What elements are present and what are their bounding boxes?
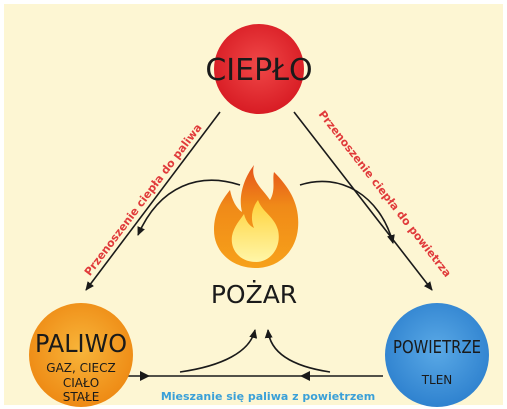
heat-node-label: CIEPŁO xyxy=(205,53,312,88)
curved-arrow-from-left-edge xyxy=(137,179,241,236)
fire-icon xyxy=(214,165,299,268)
fuel-node-circle xyxy=(29,303,133,407)
fuel-node-sub-3: STAŁE xyxy=(63,390,100,404)
fuel-node-label: PALIWO xyxy=(35,329,127,358)
air-node-circle xyxy=(385,303,489,407)
curved-arrow-from-air xyxy=(264,329,331,373)
edge-label-heat-to-air: Przenoszenie ciepła do powietrza xyxy=(316,108,454,280)
air-node-sub-1: TLEN xyxy=(421,373,453,387)
air-node-label: POWIETRZE xyxy=(393,337,481,358)
bottom-arrow-left xyxy=(140,371,150,381)
edge-line-heat-to-fuel xyxy=(85,111,221,291)
fuel-node-sub-2: CIAŁO xyxy=(63,376,99,390)
heat-node-circle xyxy=(214,24,304,114)
edge-label-heat-to-fuel: Przenoszenie ciepła do paliwa xyxy=(82,121,205,278)
bottom-arrow-right xyxy=(300,371,310,381)
fuel-node-sub-1: GAZ, CIECZ xyxy=(46,361,115,375)
curved-arrow-from-fuel xyxy=(179,329,258,373)
edge-label-fuel-air-mix: Mieszanie się paliwa z powietrzem xyxy=(161,390,375,403)
edge-line-heat-to-air xyxy=(293,111,433,291)
curved-arrow-from-right-edge xyxy=(299,180,395,244)
fire-label: POŻAR xyxy=(211,280,297,309)
